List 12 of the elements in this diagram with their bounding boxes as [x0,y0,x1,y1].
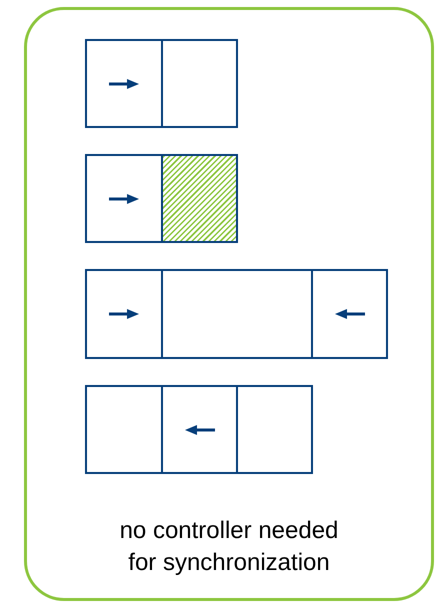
hatched-cell [161,154,238,243]
cell [236,385,313,474]
cell [85,39,163,128]
cell [85,154,163,243]
rounded-panel [24,7,434,601]
cell [161,385,238,474]
cell [161,39,238,128]
cell [85,269,163,359]
cell [311,269,388,359]
cell [85,385,163,474]
cell [161,269,313,359]
caption-text: no controller needed for synchronization [118,516,340,578]
